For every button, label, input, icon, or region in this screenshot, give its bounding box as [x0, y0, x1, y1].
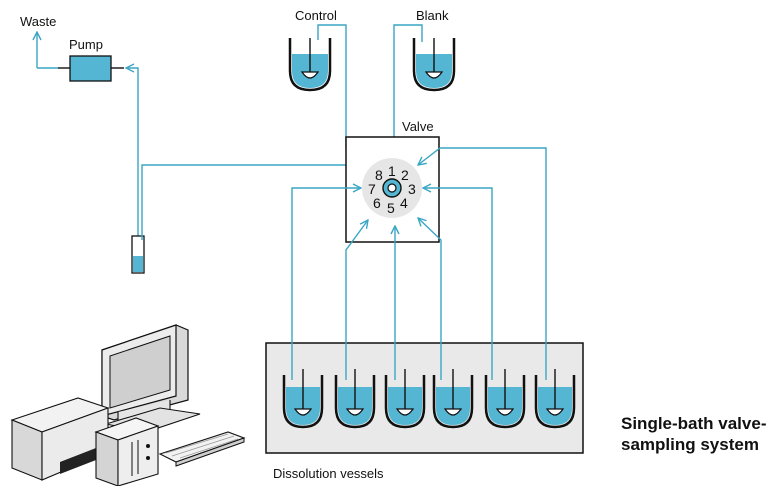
- control-beaker-icon: [288, 38, 332, 92]
- dissolution-vessel-icon: [384, 369, 426, 429]
- dissolution-vessels-group: [282, 369, 576, 429]
- waste-label: Waste: [20, 14, 56, 29]
- vessel-2-line: [345, 220, 368, 380]
- flow-cell-icon: [131, 235, 145, 274]
- valve-port-5: 5: [387, 200, 395, 216]
- blank-to-valve-line: [394, 24, 423, 160]
- control-label: Control: [295, 8, 337, 23]
- dissolution-vessel-icon: [334, 369, 376, 429]
- pump-label: Pump: [69, 37, 103, 52]
- vessel-1-line: [291, 188, 361, 380]
- valve-port-2: 2: [401, 167, 409, 183]
- vessel-6-line: [418, 147, 547, 380]
- dissolution-vessel-icon: [282, 369, 324, 429]
- valve-port-3: 3: [408, 181, 416, 197]
- vessel-4-line: [418, 218, 442, 380]
- dissolution-vessel-icon: [484, 369, 526, 429]
- valve-port-6: 6: [373, 195, 381, 211]
- blank-label: Blank: [416, 8, 449, 23]
- caption-line-2: sampling system: [621, 435, 759, 454]
- valve-port-7: 7: [368, 181, 376, 197]
- vial-to-pump-line: [126, 68, 139, 243]
- vessel-5-line: [423, 188, 493, 380]
- pump-icon: [69, 55, 112, 82]
- computer-workstation-icon: [10, 324, 246, 486]
- valve-to-vial-line: [141, 164, 369, 240]
- blank-beaker-icon: [412, 38, 456, 92]
- valve-port-1: 1: [388, 163, 396, 179]
- valve-port-8: 8: [375, 167, 383, 183]
- dissolution-vessel-icon: [534, 369, 576, 429]
- vessels-label: Dissolution vessels: [273, 466, 384, 481]
- dissolution-vessel-icon: [432, 369, 474, 429]
- valve-label: Valve: [402, 119, 434, 134]
- caption-line-1: Single-bath valve-: [621, 414, 766, 433]
- valve-port-4: 4: [400, 195, 408, 211]
